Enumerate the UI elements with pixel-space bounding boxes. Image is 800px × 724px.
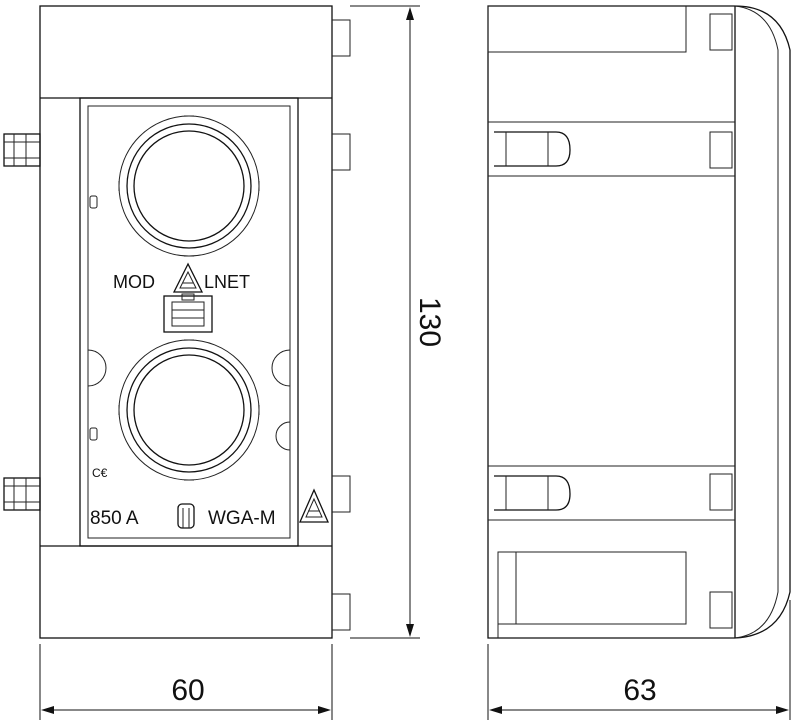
dimension-height-value: 130 xyxy=(413,297,446,347)
latch-tab-bottom xyxy=(494,475,571,511)
socket-top xyxy=(118,115,260,257)
latch-tab-top xyxy=(494,131,571,167)
fuse-icon xyxy=(177,503,195,529)
side-clips xyxy=(709,13,733,629)
front-outer-frame xyxy=(39,5,333,639)
knockout-right-lower xyxy=(275,421,291,451)
dimension-height: 130 xyxy=(350,5,446,639)
rating-label: 850 A xyxy=(90,508,139,529)
model-label: WGA-M xyxy=(208,508,276,529)
dimension-front-width-value: 60 xyxy=(171,674,204,707)
side-cover-curve xyxy=(734,5,779,639)
knockout-right xyxy=(271,349,291,387)
side-outer-profile xyxy=(487,5,791,639)
side-view xyxy=(487,5,791,639)
brand-triangle-icon xyxy=(299,488,329,523)
top-notch xyxy=(487,6,687,53)
faceplate-inner xyxy=(87,105,291,539)
right-clips xyxy=(332,19,351,631)
screw-mark-top xyxy=(89,195,98,209)
logo-text-right: LNET xyxy=(204,272,250,292)
faceplate-outer xyxy=(79,97,299,547)
front-view: MOD LNET C€ 850 A WGA-M xyxy=(3,5,351,639)
bottom-cutout xyxy=(497,551,687,625)
knockout-left xyxy=(87,349,107,387)
logo-text-left: MOD xyxy=(113,272,155,292)
screw-mark-bottom xyxy=(89,427,98,441)
dimension-front-width: 60 xyxy=(39,644,333,720)
socket-bottom xyxy=(118,339,260,481)
ce-mark: C€ xyxy=(92,466,108,480)
switch-lever xyxy=(163,293,213,333)
left-latch-top xyxy=(3,133,41,167)
left-latch-bottom xyxy=(3,477,41,511)
dimension-side-depth: 63 xyxy=(487,600,791,720)
logo-triangle-icon xyxy=(172,262,204,293)
dimension-side-depth-value: 63 xyxy=(623,674,656,707)
